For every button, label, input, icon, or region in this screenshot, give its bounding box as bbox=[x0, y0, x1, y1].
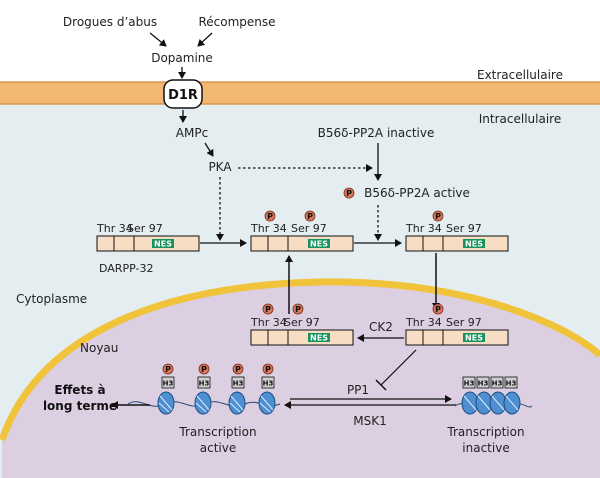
svg-text:H3: H3 bbox=[263, 380, 274, 388]
svg-text:H3: H3 bbox=[464, 380, 475, 388]
dopamine-label: Dopamine bbox=[151, 51, 213, 65]
ck2-label: CK2 bbox=[369, 320, 393, 334]
thr34-label: Thr 34 bbox=[405, 222, 442, 235]
nuclear-ser97-phospho-badge: P bbox=[292, 303, 304, 315]
thr34-label: Thr 34 bbox=[250, 316, 287, 329]
darpp32-unphosphorylated: NES Thr 34 Ser 97 bbox=[96, 222, 200, 252]
nes-label: NES bbox=[154, 240, 172, 249]
effects-line2: long terme bbox=[43, 399, 117, 413]
nucleosome bbox=[503, 391, 521, 415]
svg-text:P: P bbox=[435, 305, 441, 314]
svg-text:H3: H3 bbox=[163, 380, 174, 388]
h3-tag: H3 P bbox=[261, 363, 275, 389]
pp1-inhibition-line bbox=[380, 349, 417, 386]
ser97-label: Ser 97 bbox=[446, 316, 482, 329]
nucleus-label: Noyau bbox=[80, 341, 118, 355]
d1r-label: D1R bbox=[168, 88, 198, 103]
pka-label: PKA bbox=[208, 160, 232, 174]
ser97-label: Ser 97 bbox=[291, 222, 327, 235]
nucleosome bbox=[194, 391, 212, 415]
d1r-receptor bbox=[163, 79, 203, 109]
darpp32-nuclear-thr34: NES Thr 34 Ser 97 bbox=[405, 316, 509, 346]
svg-text:P: P bbox=[165, 365, 171, 374]
svg-text:H3: H3 bbox=[492, 380, 503, 388]
ser97-label: Ser 97 bbox=[284, 316, 320, 329]
h3-tag: H3 P bbox=[231, 363, 245, 389]
h3-tag: H3 bbox=[476, 376, 490, 389]
ampc-to-pka-arrow bbox=[204, 142, 214, 157]
pp2a-phospho-badge: P bbox=[343, 187, 355, 199]
h3-tag: H3 bbox=[490, 376, 504, 389]
svg-text:H3: H3 bbox=[233, 380, 244, 388]
nes-label: NES bbox=[310, 240, 328, 249]
svg-text:P: P bbox=[267, 212, 273, 221]
active-chromatin: H3 P H3 P H3 P H3 P bbox=[127, 363, 281, 415]
inactive-transcription-line2: inactive bbox=[462, 441, 509, 455]
svg-text:P: P bbox=[307, 212, 313, 221]
h3-tag: H3 bbox=[504, 376, 518, 389]
thr34-label: Thr 34 bbox=[96, 222, 133, 235]
svg-text:H3: H3 bbox=[506, 380, 517, 388]
nucleosome bbox=[258, 391, 276, 415]
inactive-chromatin: H3 H3 H3 H3 bbox=[454, 376, 533, 415]
pp2a-inactive-label: B56δ-PP2A inactive bbox=[318, 126, 435, 140]
ampc-label: AMPc bbox=[176, 126, 208, 140]
svg-text:P: P bbox=[295, 305, 301, 314]
svg-text:P: P bbox=[265, 305, 271, 314]
cytoplasm-label: Cytoplasme bbox=[16, 292, 87, 306]
inactive-transcription-line1: Transcription bbox=[446, 425, 524, 439]
active-transcription-line2: active bbox=[200, 441, 236, 455]
reward-label: Récompense bbox=[198, 15, 275, 29]
ser97-label: Ser 97 bbox=[127, 222, 163, 235]
h3-tag: H3 P bbox=[197, 363, 211, 389]
ser97-phospho-badge: P bbox=[264, 210, 276, 222]
nucleosome bbox=[461, 391, 479, 415]
nucleosome bbox=[157, 391, 175, 415]
h3-tag: H3 P bbox=[161, 363, 175, 389]
drugs-arrow bbox=[149, 32, 167, 47]
msk1-label: MSK1 bbox=[353, 414, 386, 428]
effects-line1: Effets à bbox=[54, 383, 105, 397]
svg-text:P: P bbox=[265, 365, 271, 374]
darpp32-thr34-phosphorylated: NES Thr 34 Ser 97 bbox=[405, 222, 509, 252]
drugs-label: Drogues d’abus bbox=[63, 15, 157, 29]
reward-arrow bbox=[197, 32, 213, 47]
nucleosome bbox=[228, 391, 246, 415]
nuclear-thr34-phospho-badge: P bbox=[262, 303, 274, 315]
svg-text:P: P bbox=[235, 365, 241, 374]
pp1-label: PP1 bbox=[347, 383, 369, 397]
thr34-phospho-badge: P bbox=[432, 210, 444, 222]
thr34-label: Thr 34 bbox=[405, 316, 442, 329]
pp2a-active-label: B56δ-PP2A active bbox=[364, 186, 470, 200]
svg-text:P: P bbox=[201, 365, 207, 374]
extracellular-label: Extracellulaire bbox=[477, 68, 563, 82]
pp1-inhibition-bar bbox=[375, 379, 387, 391]
darpp32-name: DARPP-32 bbox=[99, 262, 153, 275]
svg-text:H3: H3 bbox=[199, 380, 210, 388]
plasma-membrane bbox=[0, 82, 600, 104]
ser97-phospho-badge: P bbox=[304, 210, 316, 222]
active-transcription-line1: Transcription bbox=[178, 425, 256, 439]
ser97-label: Ser 97 bbox=[446, 222, 482, 235]
intracellular-label: Intracellulaire bbox=[479, 112, 561, 126]
extracellular-space bbox=[0, 0, 600, 82]
nes-label: NES bbox=[465, 334, 483, 343]
darpp32-nuclear-phosphorylated: NES Thr 34 Ser 97 bbox=[250, 316, 354, 346]
nes-label: NES bbox=[465, 240, 483, 249]
darpp32-ser97-phosphorylated: NES Thr 34 Ser 97 bbox=[250, 222, 354, 252]
svg-text:P: P bbox=[346, 189, 352, 198]
nuclear-thr34-phospho-badge: P bbox=[432, 303, 444, 315]
thr34-label: Thr 34 bbox=[250, 222, 287, 235]
nes-label: NES bbox=[310, 334, 328, 343]
nuclear-envelope bbox=[0, 278, 600, 442]
h3-tag: H3 bbox=[462, 376, 476, 389]
svg-text:H3: H3 bbox=[478, 380, 489, 388]
svg-text:P: P bbox=[435, 212, 441, 221]
